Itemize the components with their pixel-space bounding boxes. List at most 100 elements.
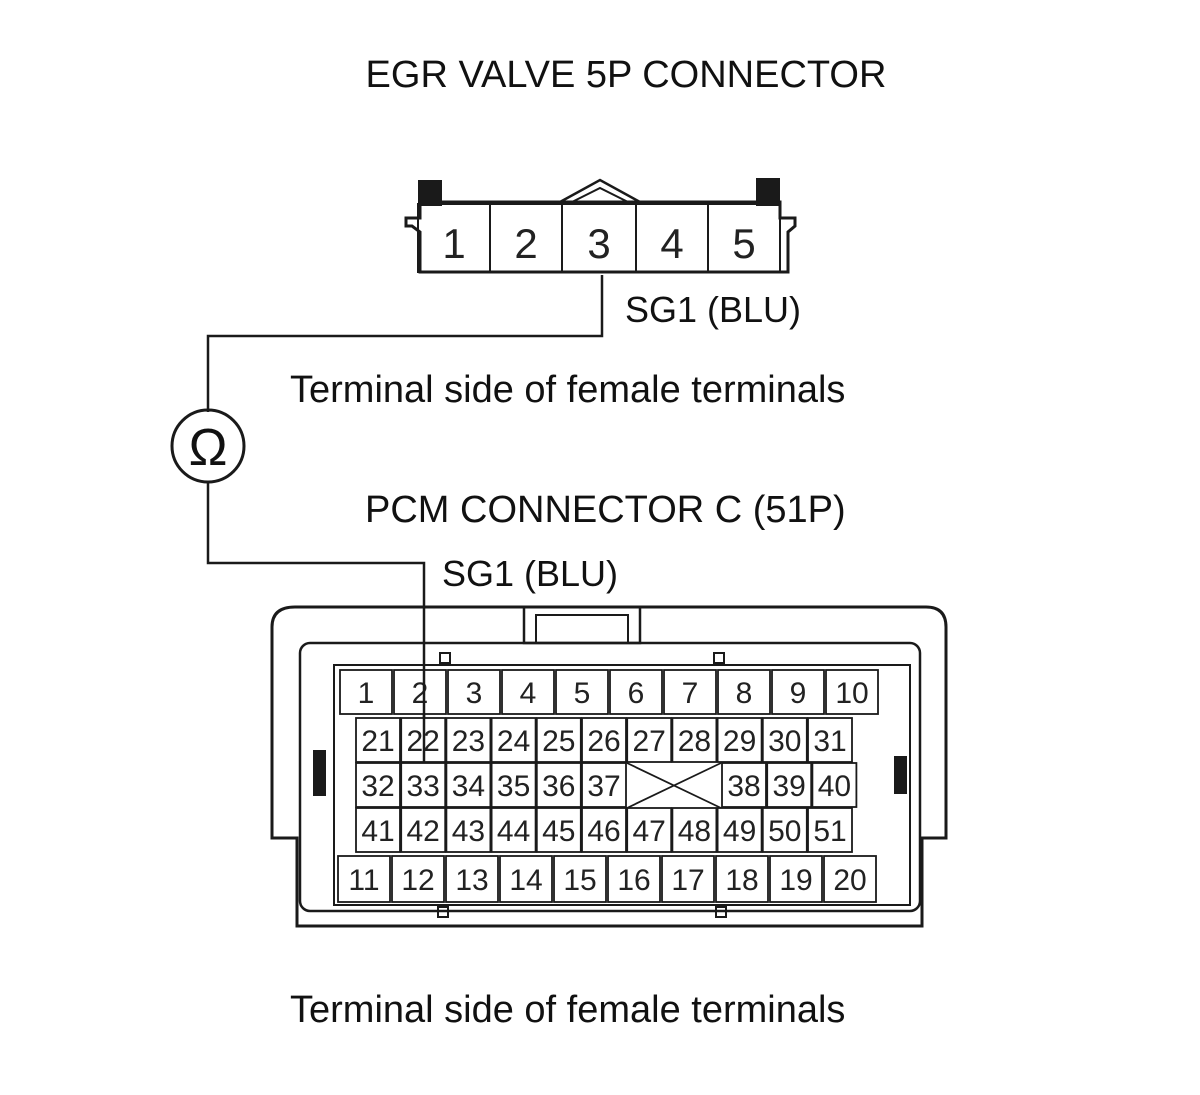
pcm-pin-1: 1 [358,677,375,710]
pcm-pin-cell [769,855,823,903]
pcm-pin-cell [355,762,401,808]
pcm-pin-14: 14 [509,864,542,897]
pcm-pin-51: 51 [813,815,846,848]
pcm-pin-cell [661,855,715,903]
pcm-pin-25: 25 [542,725,575,758]
pcm-pin-31: 31 [813,725,846,758]
pcm-pin-30: 30 [768,725,801,758]
pcm-pin-cell [501,669,555,715]
pcm-pin-46: 46 [587,815,620,848]
pcm-pin-cell [716,807,763,853]
pcm-pin-3: 3 [466,677,483,710]
pcm-pin-cell [445,762,492,808]
pcm-pin-cell [825,669,879,715]
pcm-pin-cell [555,669,609,715]
pcm-pin-44: 44 [497,815,530,848]
pcm-pin-21: 21 [361,725,394,758]
egr-pin-4: 4 [660,220,683,267]
pcm-pin-cell [393,669,447,715]
ohm-icon: Ω [189,419,228,477]
pcm-pin-18: 18 [725,864,758,897]
pcm-pin-28: 28 [678,725,711,758]
pcm-wire-label: SG1 (BLU) [442,553,618,594]
pcm-pin-39: 39 [773,770,806,803]
pcm-pin-20: 20 [833,864,866,897]
pcm-pin-cell [355,717,401,763]
pcm-pin-cell [716,717,763,763]
pcm-pin-40: 40 [818,770,851,803]
pcm-pin-4: 4 [520,677,537,710]
pcm-pin-11: 11 [348,864,379,897]
pcm-pin-16: 16 [617,864,650,897]
pcm-pin-23: 23 [452,725,485,758]
pcm-pin-cell [807,717,853,763]
pcm-pin-cell [447,669,501,715]
pcm-pin-cell [535,717,582,763]
pcm-pin-38: 38 [727,770,760,803]
pcm-pin-50: 50 [768,815,801,848]
pcm-pin-cell [807,807,853,853]
pcm-pin-cell [445,855,499,903]
test-lead-upper [206,275,604,412]
pcm-pin-10: 10 [835,677,868,710]
egr-pin-1: 1 [442,220,465,267]
pcm-connector-body [270,605,948,928]
pcm-pin-17: 17 [671,864,704,897]
pcm-pin-cell [581,762,627,808]
pcm-pin-cell [581,807,627,853]
pcm-pin-36: 36 [542,770,575,803]
pcm-pin-cell [499,855,553,903]
test-lead-lower [206,482,426,762]
pcm-pin-32: 32 [361,770,394,803]
pcm-pin-27: 27 [633,725,666,758]
pcm-pin-24: 24 [497,725,530,758]
pcm-blank-cell-x [626,762,722,809]
pcm-pin-45: 45 [542,815,575,848]
egr-pin-2: 2 [514,220,537,267]
egr-connector-title: EGR VALVE 5P CONNECTOR [366,54,887,96]
egr-pin-labels: 1 2 3 4 5 [442,220,755,267]
pcm-pin-33: 33 [407,770,440,803]
pcm-pin-cell [535,807,582,853]
pcm-pin-cell [490,717,537,763]
pcm-pin-7: 7 [682,677,699,710]
pcm-caption: Terminal side of female terminals [290,989,845,1031]
pcm-pin-cell [609,669,663,715]
pcm-pin-cell [445,807,492,853]
pcm-pin-6: 6 [628,677,645,710]
pcm-pin-35: 35 [497,770,530,803]
pcm-pin-cell [811,762,858,808]
pcm-pin-cell [400,807,447,853]
egr-connector-body [404,178,797,274]
pcm-pin-cell [355,807,401,853]
pcm-pin-cell [721,762,767,808]
egr-pin-3: 3 [587,220,610,267]
pcm-pin-cell [535,762,582,808]
pcm-pin-cell [553,855,607,903]
egr-wire-label: SG1 (BLU) [625,289,801,330]
pcm-pin-2: 2 [412,677,429,710]
pcm-pin-cell [400,762,447,808]
pcm-pin-34: 34 [452,770,485,803]
pcm-pin-cell [761,807,808,853]
pcm-pin-cell [761,717,808,763]
pcm-pin-cell [445,717,492,763]
pcm-pin-29: 29 [723,725,756,758]
pcm-pin-8: 8 [736,677,753,710]
pcm-pin-19: 19 [779,864,812,897]
pcm-pin-cell [490,807,537,853]
egr-pin-5: 5 [732,220,755,267]
pcm-pin-48: 48 [678,815,711,848]
pcm-pin-cell [823,855,877,903]
pcm-pin-9: 9 [790,677,807,710]
pcm-connector-title: PCM CONNECTOR C (51P) [365,489,846,531]
pcm-pin-43: 43 [452,815,485,848]
pcm-pin-cell [771,669,825,715]
pcm-pin-cell [607,855,661,903]
pcm-pin-41: 41 [361,815,394,848]
pcm-pin-37: 37 [587,770,620,803]
pcm-pin-12: 12 [401,864,434,897]
pcm-pin-cell [626,807,673,853]
